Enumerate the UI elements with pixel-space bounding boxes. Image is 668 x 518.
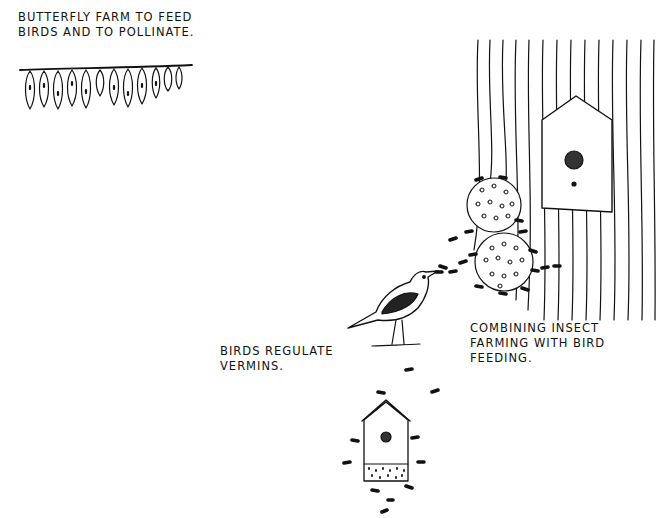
small-birdhouse [362,400,410,481]
birdhouse-peg [572,182,576,186]
cocoon-spots [30,82,156,95]
birdhouse [542,96,612,212]
cocoons [26,67,183,109]
handwritten-note: BUTTERFLY FARM TO FEED BIRDS AND TO POLL… [18,10,196,40]
bird-legs [372,320,420,346]
handwritten-note: BIRDS REGULATE VERMINS. [220,344,370,374]
bird-wing [382,293,418,314]
hotel-holes [476,184,524,288]
handwritten-note: COMBINING INSECT FARMING WITH BIRD FEEDI… [470,321,650,366]
sketch [20,40,655,512]
band-dots [369,468,404,478]
small-birdhouse-hole [381,432,391,442]
insect-hotel [467,178,521,232]
small-birdhouse-band [364,463,408,464]
bird-body [348,271,438,328]
birdhouse-hole [565,151,583,169]
bird-eye [423,276,426,279]
